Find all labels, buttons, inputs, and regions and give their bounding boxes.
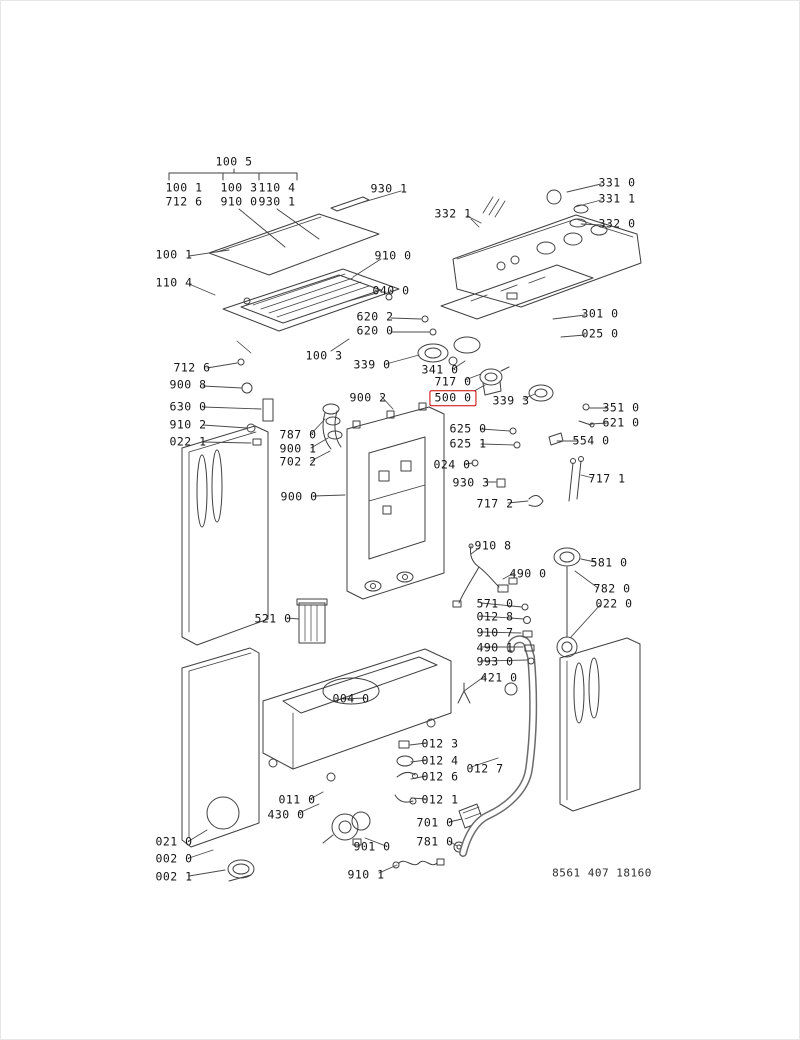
- part-label: 787 0: [279, 427, 317, 442]
- front-panel-art: [181, 647, 260, 882]
- part-label: 571 0: [476, 596, 514, 611]
- part-label: 712 6: [165, 194, 203, 209]
- part-label: 100 1: [165, 180, 203, 195]
- part-label: 110 4: [258, 180, 296, 195]
- part-label-highlighted: 500 0: [429, 390, 477, 406]
- connector-parts-art: [457, 603, 535, 704]
- control-panel-art: [452, 189, 642, 308]
- part-label: 490 0: [509, 566, 547, 581]
- wiring-harness-art: [452, 543, 518, 608]
- part-label: 012 3: [421, 736, 459, 751]
- right-side-panel-art: [559, 637, 641, 812]
- part-label: 620 0: [356, 323, 394, 338]
- part-label: 930 1: [258, 194, 296, 209]
- part-label: 910 2: [169, 417, 207, 432]
- part-label: 351 0: [602, 400, 640, 415]
- dispenser-art: [417, 336, 481, 366]
- part-label: 621 0: [602, 415, 640, 430]
- part-label: 625 1: [449, 436, 487, 451]
- part-label: 012 8: [476, 609, 514, 624]
- part-label: 900 2: [349, 390, 387, 405]
- part-label: 625 0: [449, 421, 487, 436]
- part-label: 025 0: [581, 326, 619, 341]
- rear-panel-art: [346, 402, 445, 600]
- part-label: 993 0: [476, 654, 514, 669]
- part-label: 712 6: [173, 360, 211, 375]
- capacitor-art: [296, 598, 328, 644]
- bottom-wire-art: [392, 858, 445, 869]
- part-label: 630 0: [169, 399, 207, 414]
- part-label: 332 0: [598, 216, 636, 231]
- top-frame-art: [222, 268, 400, 332]
- part-label: 581 0: [590, 555, 628, 570]
- part-label: 021 0: [155, 834, 193, 849]
- pump-art: [322, 811, 371, 846]
- right-small-parts-art: [471, 384, 595, 507]
- inlet-valve-art: [479, 366, 510, 396]
- part-label: 012 6: [421, 769, 459, 784]
- part-label: 430 0: [267, 807, 305, 822]
- part-label: 782 0: [593, 581, 631, 596]
- part-label: 332 1: [434, 206, 472, 221]
- drain-hose-art: [459, 635, 538, 857]
- part-label: 012 1: [421, 792, 459, 807]
- part-label: 341 0: [421, 362, 459, 377]
- part-label: 339 3: [492, 393, 530, 408]
- part-label: 717 1: [588, 471, 626, 486]
- part-label: 100 5: [215, 154, 253, 169]
- part-label: 022 0: [595, 596, 633, 611]
- part-label: 004 0: [332, 691, 370, 706]
- part-label: 910 1: [347, 867, 385, 882]
- part-label: 490 1: [476, 640, 514, 655]
- part-label: 910 8: [474, 538, 512, 553]
- part-label: 110 4: [155, 275, 193, 290]
- part-label: 012 7: [466, 761, 504, 776]
- part-label: 910 0: [220, 194, 258, 209]
- drawing-number: 8561 407 18160: [552, 866, 652, 880]
- part-label: 930 3: [452, 475, 490, 490]
- part-label: 024 0: [433, 457, 471, 472]
- part-label: 702 2: [279, 454, 317, 469]
- part-label: 701 0: [416, 815, 454, 830]
- part-label: 421 0: [480, 670, 518, 685]
- part-label: 100 3: [220, 180, 258, 195]
- fill-hose-art: [322, 403, 343, 450]
- part-label: 012 4: [421, 753, 459, 768]
- part-label: 930 1: [370, 181, 408, 196]
- leader-lines: [188, 183, 608, 877]
- part-label: 100 1: [155, 247, 193, 262]
- part-label: 781 0: [416, 834, 454, 849]
- part-label: 901 0: [353, 839, 391, 854]
- part-label: 301 0: [581, 306, 619, 321]
- part-label: 331 1: [598, 191, 636, 206]
- control-board-art: [421, 264, 594, 336]
- part-label: 011 0: [278, 792, 316, 807]
- fastener-cluster-art: [394, 740, 418, 805]
- part-label: 554 0: [572, 433, 610, 448]
- part-label: 717 2: [476, 496, 514, 511]
- base-frame-art: [262, 648, 452, 782]
- part-label: 040 0: [372, 283, 410, 298]
- left-side-panel-art: [181, 425, 269, 646]
- part-label: 339 0: [353, 357, 391, 372]
- part-label: 910 0: [374, 248, 412, 263]
- part-label: 910 7: [476, 625, 514, 640]
- clamp-ball-art: [553, 547, 581, 658]
- part-label: 100 3: [305, 348, 343, 363]
- part-label: 331 0: [598, 175, 636, 190]
- part-label: 717 0: [434, 374, 472, 389]
- group-bracket: [168, 168, 320, 248]
- part-label: 900 8: [169, 377, 207, 392]
- part-label: 002 0: [155, 851, 193, 866]
- part-label: 002 1: [155, 869, 193, 884]
- part-label: 620 2: [356, 309, 394, 324]
- part-label: 900 1: [279, 441, 317, 456]
- part-label: 521 0: [254, 611, 292, 626]
- part-label: 900 0: [280, 489, 318, 504]
- part-label: 022 1: [169, 434, 207, 449]
